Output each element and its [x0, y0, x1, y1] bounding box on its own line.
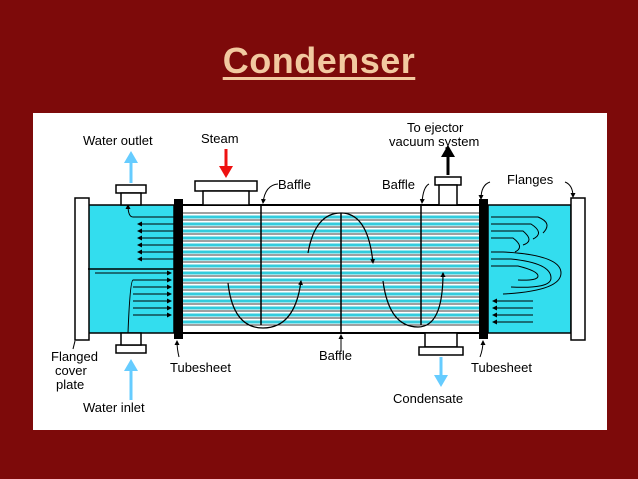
diagram-panel: Water outlet Steam To ejector vacuum sys…: [33, 113, 607, 430]
tubesheet-left: [174, 199, 183, 339]
steam-flow-loop-2: [307, 212, 376, 264]
water-outlet-arrow: [124, 151, 138, 183]
condensate-flange: [418, 346, 464, 356]
ejector-flange: [434, 176, 462, 186]
label-leaders: [72, 181, 576, 358]
condenser-diagram: Water outlet Steam To ejector vacuum sys…: [51, 120, 586, 415]
water-inlet-nozzle: [120, 332, 142, 346]
water-inlet-arrow: [124, 359, 138, 400]
label-baffle-top-left: Baffle: [278, 177, 311, 192]
title-container: Condenser: [0, 40, 638, 82]
condensate-nozzle: [424, 332, 458, 348]
label-condensate: Condensate: [393, 391, 463, 406]
label-tubesheet-right: Tubesheet: [471, 360, 532, 375]
tubesheet-right: [479, 199, 488, 339]
slide-title: Condenser: [222, 40, 416, 81]
label-to-ejector: To ejector: [407, 120, 464, 135]
label-water-outlet: Water outlet: [83, 133, 153, 148]
ejector-arrow: [441, 145, 455, 175]
water-outlet-nozzle: [120, 192, 142, 206]
label-plate: plate: [56, 377, 84, 392]
label-water-inlet: Water inlet: [83, 400, 145, 415]
tube-outlines: [183, 212, 479, 326]
water-outlet-flange: [115, 184, 147, 194]
steam-flow-loop-1: [227, 280, 303, 329]
label-tubesheet-left: Tubesheet: [170, 360, 231, 375]
steam-arrow: [219, 149, 233, 178]
label-flanges: Flanges: [507, 172, 554, 187]
flanged-cover-plate-left: [74, 197, 90, 341]
water-inlet-flange: [115, 344, 147, 354]
ejector-nozzle: [438, 184, 458, 206]
tube-bundle: [183, 215, 479, 324]
label-baffle-bottom: Baffle: [319, 348, 352, 363]
water-outlet-flow-arrows: [125, 204, 174, 262]
condensate-arrow: [434, 357, 448, 387]
label-flanged: Flanged: [51, 349, 98, 364]
label-baffle-top-right: Baffle: [382, 177, 415, 192]
steam-flange: [194, 180, 258, 192]
label-cover: cover: [55, 363, 87, 378]
water-inlet-flow-arrows: [95, 270, 172, 334]
steam-nozzle: [202, 190, 250, 206]
water-return-flow-arrows: [491, 216, 562, 325]
steam-flow-loop-3: [382, 272, 446, 328]
flanged-cover-plate-right: [570, 197, 586, 341]
label-steam: Steam: [201, 131, 239, 146]
label-vacuum-system: vacuum system: [389, 134, 479, 149]
